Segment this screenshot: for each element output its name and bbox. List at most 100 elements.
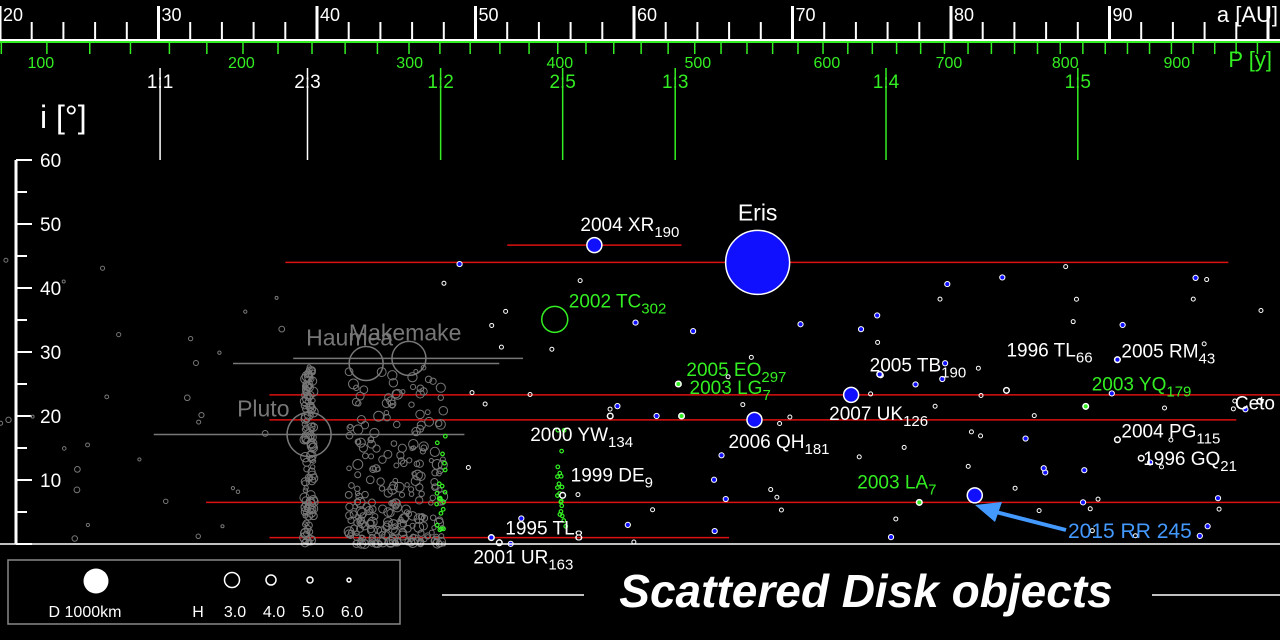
period-tick-label: 400 <box>546 55 573 72</box>
scattered-object <box>575 492 581 498</box>
scattered-object <box>518 515 525 522</box>
object-label-subscript: 179 <box>1166 383 1191 400</box>
plutino <box>299 532 311 544</box>
scattered-object <box>901 444 907 450</box>
plutino <box>303 372 310 379</box>
kuiper-belt-object <box>397 519 408 529</box>
kuiper-belt-object <box>345 502 354 512</box>
kuiper-belt-object <box>428 457 434 463</box>
kuiper-belt-object <box>383 507 393 517</box>
kuiper-belt-object <box>404 482 410 488</box>
kuiper-belt-object <box>370 465 377 472</box>
scattered-object <box>482 401 488 407</box>
kuiper-belt-object <box>424 532 432 540</box>
kuiper-belt-object <box>429 494 436 502</box>
scattered-object <box>1108 390 1115 397</box>
object-label-subscript: 9 <box>645 474 653 491</box>
resonant-object <box>561 427 567 433</box>
kuiper-belt-object <box>392 523 398 529</box>
kuiper-belt-object <box>376 367 387 377</box>
plutino <box>307 422 316 431</box>
scattered-object <box>527 391 533 397</box>
kuiper-belt-object <box>361 452 369 460</box>
object-label-subscript: 21 <box>1220 458 1237 475</box>
resonance-label: 1:4 <box>873 72 900 93</box>
kuiper-belt-object <box>359 512 367 519</box>
plutino <box>301 385 310 393</box>
a-tick-label: 90 <box>1113 5 1133 25</box>
scattered-object <box>710 476 718 483</box>
kuiper-belt-object <box>365 475 375 485</box>
object-marker <box>541 305 569 334</box>
object-marker <box>586 236 603 254</box>
scattered-object <box>1095 496 1101 502</box>
resonant-object <box>555 474 560 480</box>
plutino <box>299 396 310 407</box>
dwarf-planet-marker <box>391 340 427 377</box>
plutino <box>308 473 319 483</box>
object-marker <box>1113 436 1121 444</box>
kuiper-belt-object <box>378 485 386 492</box>
highlight-arrow-shaft <box>991 509 1067 532</box>
kuiper-belt-object <box>352 459 364 470</box>
plutino <box>309 511 318 521</box>
scattered-object <box>944 280 951 288</box>
kuiper-belt-object <box>416 471 426 482</box>
plutino <box>305 430 315 440</box>
kuiper-belt-object <box>356 415 366 425</box>
object-label-subscript: 190 <box>941 364 966 381</box>
inner-object <box>196 419 202 425</box>
scattered-object <box>1201 341 1207 347</box>
scattered-object <box>650 507 656 513</box>
inner-object <box>3 257 9 263</box>
kuiper-belt-object <box>407 372 418 383</box>
kuiper-belt-object <box>415 518 421 524</box>
scattered-object <box>768 487 774 493</box>
scattered-object <box>1070 319 1076 325</box>
legend-h-marker <box>223 571 241 589</box>
resonant-object <box>558 509 564 514</box>
scattered-object <box>874 312 881 319</box>
resonant-object <box>555 485 560 490</box>
kuiper-belt-object <box>354 490 361 497</box>
kuiper-belt-object <box>384 393 393 402</box>
kuiper-belt-object <box>357 537 364 544</box>
inner-object <box>230 486 236 491</box>
resonant-object <box>442 433 448 439</box>
scattered-object <box>1036 508 1042 514</box>
kuiper-belt-object <box>386 508 395 518</box>
kuiper-belt-object <box>415 409 425 420</box>
i-axis-label: i [°] <box>40 99 87 135</box>
kuiper-belt-object <box>367 439 376 449</box>
inner-object <box>85 522 90 528</box>
period-tick-label: 600 <box>814 55 841 72</box>
plutino <box>302 424 310 432</box>
scattered-object <box>1258 308 1264 314</box>
a-axis-label: a [AU] <box>1217 2 1278 27</box>
kuiper-belt-object <box>383 413 391 422</box>
scattered-object <box>1012 485 1018 491</box>
resonant-object <box>434 440 440 446</box>
kuiper-belt-object <box>424 375 433 384</box>
legend-h-marker <box>346 577 352 583</box>
object-label-subscript: 66 <box>1076 349 1093 366</box>
scattered-object <box>489 322 495 328</box>
i-tick-label: 60 <box>40 151 61 172</box>
kuiper-belt-object <box>359 385 369 395</box>
kuiper-belt-object <box>431 525 437 531</box>
i-tick-label: 30 <box>40 343 61 364</box>
object-marker <box>842 386 860 404</box>
resonant-object <box>442 489 448 495</box>
plutino <box>301 426 308 433</box>
i-tick-label: 10 <box>40 471 61 492</box>
legend-h-marker <box>265 574 277 586</box>
resonance-label: 1:2 <box>427 72 453 93</box>
kuiper-belt-object <box>431 458 443 470</box>
inner-object <box>30 414 35 419</box>
kuiper-belt-object <box>418 490 425 498</box>
inner-object <box>198 411 205 419</box>
object-label-subscript: 134 <box>608 434 633 451</box>
kuiper-belt-object <box>361 490 369 499</box>
